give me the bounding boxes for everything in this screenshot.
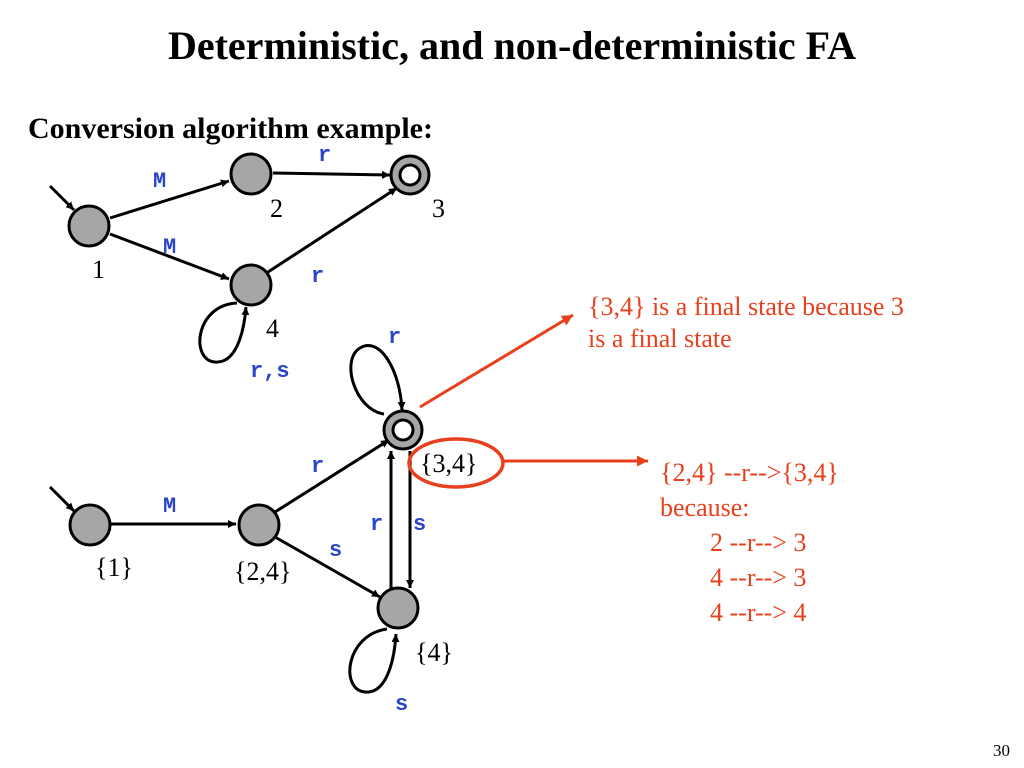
dfa-edge-label-1-24: M xyxy=(163,494,176,519)
transition-note-line-1: {2,4} --r-->{3,4} xyxy=(660,458,839,487)
dfa-state-34-final xyxy=(382,409,424,451)
dfa-state-4 xyxy=(376,586,420,630)
nfa-edge-1-2 xyxy=(109,179,230,220)
dfa-diagram: {1} {2,4} {3,4} {4} M r s r s r s xyxy=(48,325,477,717)
dfa-edge-34-34-loop xyxy=(349,344,406,416)
nfa-edge-1-4 xyxy=(109,232,230,281)
final-state-pointer-arrow xyxy=(419,313,574,409)
nfa-state-4 xyxy=(229,263,273,307)
dfa-state-24 xyxy=(237,503,281,547)
dfa-edge-label-4-4: s xyxy=(395,692,408,717)
slide-subtitle: Conversion algorithm example: xyxy=(28,112,433,145)
nfa-state-3-final xyxy=(389,154,431,196)
nfa-state-label-2: 2 xyxy=(270,194,283,223)
nfa-diagram: 1 2 3 4 M M r r r,s xyxy=(48,143,445,384)
nfa-state-label-3: 3 xyxy=(432,194,445,223)
nfa-edge-4-4-loop xyxy=(198,301,250,364)
slide-number: 30 xyxy=(993,741,1010,760)
slide-title: Deterministic, and non-deterministic FA xyxy=(167,23,857,68)
dfa-edge-label-4-34: r xyxy=(370,512,383,537)
dfa-state-label-34: {3,4} xyxy=(420,449,477,478)
nfa-edge-label-1-4: M xyxy=(163,235,176,260)
transition-note-line-5: 4 --r--> 4 xyxy=(710,598,807,627)
dfa-state-label-4: {4} xyxy=(415,638,453,667)
nfa-start-arrow xyxy=(48,184,76,212)
final-state-note: {3,4} is a final state because 3 is a fi… xyxy=(588,291,904,355)
dfa-start-arrow xyxy=(48,485,76,513)
dfa-state-label-1: {1} xyxy=(95,553,133,582)
dfa-edge-label-24-4: s xyxy=(329,538,342,563)
nfa-state-2 xyxy=(229,152,273,196)
dfa-edge-label-34-4: s xyxy=(413,512,426,537)
nfa-edge-label-4-3: r xyxy=(311,264,324,289)
transition-note-line-2: because: xyxy=(660,493,750,522)
nfa-state-label-4: 4 xyxy=(266,314,279,343)
dfa-edge-24-34 xyxy=(274,438,390,514)
transition-note-line-3: 2 --r--> 3 xyxy=(710,528,807,557)
annotations xyxy=(407,313,648,489)
nfa-edge-label-2-3: r xyxy=(318,143,331,168)
transition-note-line-4: 4 --r--> 3 xyxy=(710,563,807,592)
final-state-note-line-2: is a final state xyxy=(588,324,732,353)
highlight-ellipse xyxy=(407,437,505,489)
nfa-edge-label-4-4: r,s xyxy=(250,359,290,384)
dfa-state-label-24: {2,4} xyxy=(234,557,291,586)
final-state-note-line-1: {3,4} is a final state because 3 xyxy=(588,292,904,321)
nfa-edge-4-3 xyxy=(267,186,398,274)
nfa-state-label-1: 1 xyxy=(92,255,105,284)
nfa-edge-2-3 xyxy=(272,170,391,179)
nfa-edge-label-1-2: M xyxy=(153,169,166,194)
dfa-edge-label-34-34: r xyxy=(388,325,401,350)
dfa-edge-4-4-loop xyxy=(348,627,400,694)
dfa-edge-label-24-34: r xyxy=(311,454,324,479)
dfa-state-1 xyxy=(68,503,112,547)
dfa-edge-24-4 xyxy=(274,535,381,599)
transition-note: {2,4} --r-->{3,4} because: 2 --r--> 3 4 … xyxy=(660,455,839,630)
nfa-state-1 xyxy=(67,204,111,248)
